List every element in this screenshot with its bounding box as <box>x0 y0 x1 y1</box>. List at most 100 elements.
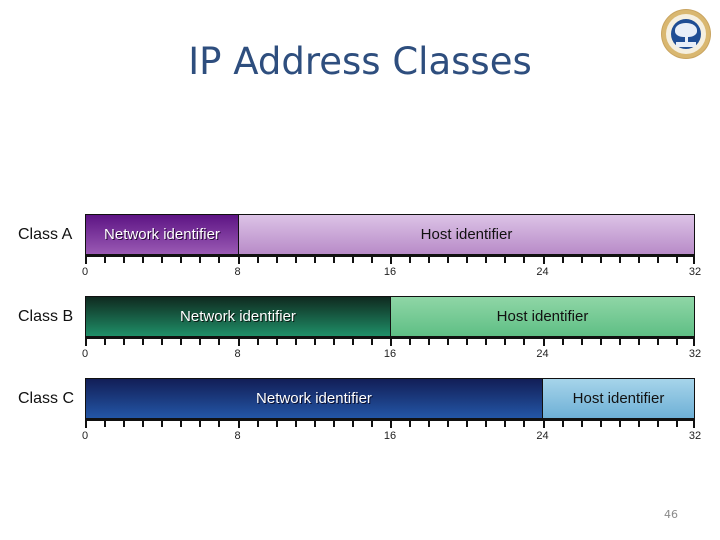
bit-tick <box>123 420 126 427</box>
bit-tick-label: 24 <box>536 266 549 278</box>
bit-tick <box>370 256 373 263</box>
bit-tick <box>675 338 678 345</box>
bit-tick <box>637 256 640 263</box>
bit-tick <box>390 338 392 346</box>
bit-tick <box>351 420 354 427</box>
bit-tick-label: 16 <box>383 430 397 442</box>
bit-tick-label: 8 <box>234 348 241 360</box>
bit-tick <box>332 256 335 263</box>
bit-tick <box>466 420 469 427</box>
bit-tick <box>599 256 602 263</box>
bit-tick-label: 24 <box>536 348 549 360</box>
bit-tick <box>180 256 183 263</box>
bit-tick <box>85 420 87 428</box>
bit-tick <box>351 256 354 263</box>
bit-tick <box>693 338 695 346</box>
bit-tick <box>104 338 107 345</box>
bit-tick <box>599 420 602 427</box>
bit-tick-label: 32 <box>688 266 702 278</box>
bit-tick <box>161 420 164 427</box>
bit-tick <box>142 420 145 427</box>
bit-tick <box>637 420 640 427</box>
bit-tick <box>256 256 259 263</box>
bit-tick <box>542 256 545 264</box>
bit-tick <box>618 420 621 427</box>
host-identifier-segment: Host identifier <box>542 379 694 418</box>
bit-tick <box>332 338 335 345</box>
bit-tick <box>104 420 107 427</box>
bit-tick-label: 32 <box>688 430 702 442</box>
bit-tick <box>656 256 659 263</box>
bit-tick <box>237 420 240 428</box>
bit-tick <box>428 256 431 263</box>
bit-tick <box>561 338 564 345</box>
bit-tick <box>656 420 659 427</box>
bit-tick <box>199 420 202 427</box>
bit-tick <box>390 420 392 428</box>
bit-tick <box>370 420 373 427</box>
bit-tick <box>409 338 412 345</box>
address-bar: Network identifier Host identifier <box>85 296 695 337</box>
bit-tick <box>580 420 583 427</box>
bit-tick <box>218 256 221 263</box>
bit-tick <box>542 338 545 346</box>
bit-tick-label: 0 <box>81 348 89 360</box>
bit-tick <box>523 256 526 263</box>
bit-tick <box>332 420 335 427</box>
bit-tick <box>142 256 145 263</box>
network-identifier-segment: Network identifier <box>86 379 542 418</box>
bit-tick <box>523 338 526 345</box>
bit-tick <box>447 420 450 427</box>
bit-tick <box>637 338 640 345</box>
bit-tick-label: 0 <box>81 266 89 278</box>
bit-tick <box>275 420 278 427</box>
bit-tick <box>675 420 678 427</box>
slide-title: IP Address Classes <box>188 40 532 83</box>
bit-tick <box>256 420 259 427</box>
bit-tick <box>275 256 278 263</box>
bit-tick <box>542 420 545 428</box>
bit-tick <box>485 420 488 427</box>
bit-tick <box>485 338 488 345</box>
address-bar: Network identifier Host identifier <box>85 378 695 419</box>
bit-tick <box>218 420 221 427</box>
bit-tick <box>504 338 507 345</box>
network-identifier-segment: Network identifier <box>86 297 390 336</box>
bit-tick <box>561 420 564 427</box>
bit-tick <box>294 256 297 263</box>
bit-tick <box>313 338 316 345</box>
bit-tick <box>313 420 316 427</box>
bit-tick <box>485 256 488 263</box>
host-identifier-segment: Host identifier <box>390 297 694 336</box>
bit-tick <box>85 256 87 264</box>
bit-tick <box>370 338 373 345</box>
bit-tick <box>447 256 450 263</box>
bit-tick <box>466 338 469 345</box>
bit-tick-label: 32 <box>688 348 702 360</box>
bit-tick <box>580 338 583 345</box>
bit-tick <box>256 338 259 345</box>
bit-tick <box>142 338 145 345</box>
bit-tick <box>693 256 695 264</box>
host-identifier-segment: Host identifier <box>238 215 694 254</box>
bit-tick <box>237 256 240 264</box>
bit-tick-label: 8 <box>234 430 241 442</box>
bit-tick <box>313 256 316 263</box>
bit-tick-label: 24 <box>536 430 549 442</box>
bit-axis: 0 8 16 24 32 <box>82 419 701 442</box>
bit-axis: 0 8 16 24 32 <box>82 255 701 278</box>
bit-tick <box>390 256 392 264</box>
class-c-row: Class C Network identifier Host identifi… <box>0 378 720 448</box>
bit-tick-label: 16 <box>383 266 397 278</box>
bit-tick-label: 0 <box>81 430 89 442</box>
bit-tick <box>161 338 164 345</box>
bit-tick <box>466 256 469 263</box>
bit-tick <box>123 338 126 345</box>
bit-tick-label: 16 <box>383 348 397 360</box>
bit-tick-label: 8 <box>234 266 241 278</box>
bit-tick <box>675 256 678 263</box>
bit-tick <box>656 338 659 345</box>
bit-tick <box>447 338 450 345</box>
bit-tick <box>199 338 202 345</box>
bit-tick <box>409 420 412 427</box>
